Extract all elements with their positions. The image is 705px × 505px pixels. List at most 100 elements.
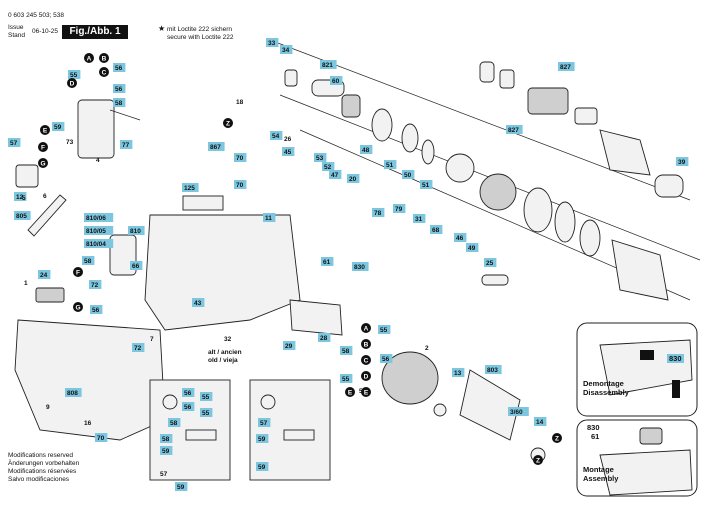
issue-date: 06-10-25 (32, 28, 59, 35)
label-text: 79 (395, 206, 403, 213)
label-background (200, 408, 213, 417)
label-background (82, 256, 95, 265)
letter-text: D (70, 80, 75, 87)
label-background (280, 45, 293, 54)
letter-marker: B (361, 339, 371, 349)
label-background (160, 446, 173, 455)
motor-assembly (381, 274, 546, 463)
label-background (340, 346, 353, 355)
alt-note: alt / ancien old / vieja (208, 349, 242, 364)
letter-text: E (43, 127, 48, 134)
part-number-label: 58 (82, 256, 95, 265)
part-number-label: 821 (320, 60, 337, 69)
label-text: 55 (380, 327, 388, 334)
inset-demontage-part: 830 (667, 354, 684, 363)
letter-marker: B (99, 53, 109, 63)
label-text: 12 (16, 194, 24, 201)
letter-text: D (364, 373, 369, 380)
demontage-line: Demontage (583, 379, 624, 388)
modifications-line: Modifications reserved (8, 452, 74, 459)
part-number-label: 55 (378, 325, 391, 334)
part-number-label: 25 (484, 258, 497, 267)
part-number-label: 47 (329, 170, 342, 179)
label-background (182, 402, 195, 411)
modifications-line: Modifications réservées (8, 468, 77, 475)
part-number-plain: 6 (43, 193, 47, 200)
label-background (322, 162, 335, 171)
part-number-label: 51 (384, 160, 397, 169)
label-text: 867 (210, 144, 221, 151)
label-background (84, 213, 114, 222)
label-background (120, 140, 133, 149)
label-text: 808 (67, 390, 78, 397)
motor-symbol (260, 394, 276, 410)
letter-circle (361, 387, 371, 397)
letter-circle (99, 67, 109, 77)
label-text: 70 (97, 435, 105, 442)
part-number-label: 28 (318, 333, 331, 342)
part-number-plain: 2 (425, 345, 429, 352)
letter-text: Z (536, 457, 540, 464)
part-spacer (479, 61, 495, 83)
label-background (378, 325, 391, 334)
letter-text: Z (555, 435, 559, 442)
part-gear-housing (144, 214, 301, 331)
part-ring (579, 219, 601, 257)
part-number-label: 33 (266, 38, 279, 47)
label-background (402, 170, 415, 179)
part-number-label: 11 (263, 213, 276, 222)
part-number-label: 827 (506, 125, 523, 134)
part-label-plate (182, 195, 224, 211)
label-text: 805 (16, 213, 27, 220)
part-number-label: 70 (234, 153, 247, 162)
label-background (84, 226, 114, 235)
part-bushing (341, 94, 361, 118)
label-text: 54 (272, 133, 280, 140)
part-number-label: 66 (130, 261, 143, 270)
part-number-label: 59 (256, 434, 269, 443)
letter-marker: G (73, 302, 83, 312)
modifications-line: Salvo modificaciones (8, 476, 70, 483)
part-number-plain: 4 (96, 157, 100, 164)
label-background (200, 392, 213, 401)
label-background (65, 388, 82, 397)
label-background (452, 368, 465, 377)
letter-marker: E (40, 125, 50, 135)
label-background (330, 76, 343, 85)
label-text: 56 (184, 390, 192, 397)
label-text: 58 (162, 436, 170, 443)
label-background (168, 418, 181, 427)
letter-marker: A (84, 53, 94, 63)
letter-text: F (41, 144, 45, 151)
part-number-label: 49 (466, 243, 479, 252)
letter-circle (361, 339, 371, 349)
label-background (352, 262, 369, 271)
letter-marker: C (99, 67, 109, 77)
label-background (258, 418, 271, 427)
modifications-notice: Modifications reserved Änderungen vorbeh… (8, 452, 79, 484)
label-text: 51 (422, 182, 430, 189)
part-number-label: 61 (321, 257, 334, 266)
label-text: 60 (332, 78, 340, 85)
label-text: 58 (115, 100, 123, 107)
part-number-label: 54 (270, 131, 283, 140)
part-number-label: 78 (372, 208, 385, 217)
letter-marker: Z (533, 455, 543, 465)
terminal-strip (283, 429, 315, 441)
part-number-plain: 1 (24, 280, 28, 287)
label-background (208, 142, 225, 151)
part-spindle (527, 87, 569, 115)
part-washer (401, 123, 419, 153)
letter-text: B (364, 341, 369, 348)
label-text: 24 (40, 272, 48, 279)
part-number-label: 45 (282, 147, 295, 156)
part-number-label: 79 (393, 204, 406, 213)
letter-marker: C (361, 355, 371, 365)
label-text: 810/06 (86, 215, 106, 222)
label-text: 51 (386, 162, 394, 169)
letter-marker: D (67, 78, 77, 88)
letter-text: E (364, 389, 369, 396)
label-text: 53 (316, 155, 324, 162)
label-background (384, 160, 397, 169)
inset-montage-caption: Montage Assembly (583, 465, 618, 483)
